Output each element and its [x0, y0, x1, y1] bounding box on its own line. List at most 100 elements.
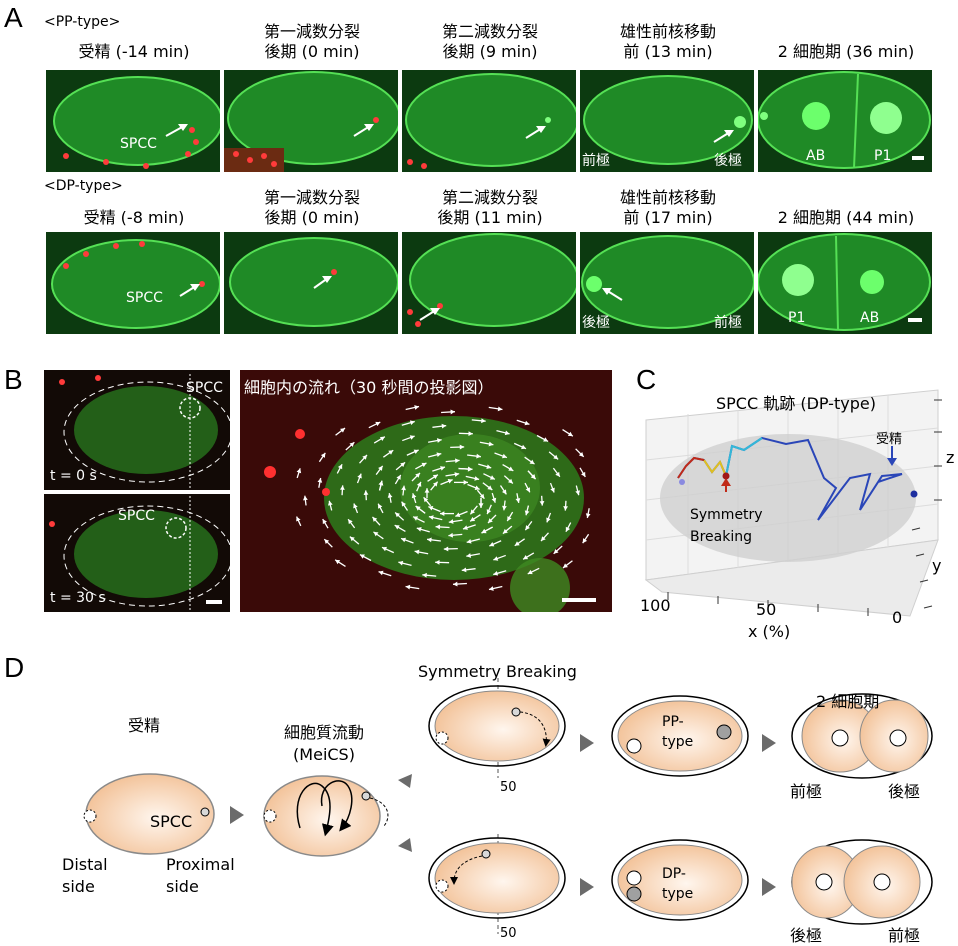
c-symmetry-label: Symmetry Breaking	[690, 507, 763, 545]
flow-arrow-head	[400, 462, 406, 468]
pp-micrograph-3	[402, 70, 576, 172]
flow-arrow-head	[562, 563, 568, 568]
flow-arrow-head	[493, 571, 499, 576]
dp-posterior-label: 後極	[582, 315, 610, 331]
pp-posterior-label: 後極	[714, 153, 742, 169]
flow-arrow-head	[303, 495, 308, 501]
dp-micrograph-4: 後極 前極	[580, 232, 754, 334]
flow-arrow-head	[474, 476, 480, 481]
flow-arrow-head	[539, 501, 545, 506]
dp-micrograph-5: P1 AB	[758, 232, 932, 334]
pp-micrograph-4: 前極 後極	[580, 70, 754, 172]
flow-arrow-head	[468, 431, 473, 437]
c-x-axis-label: x (%)	[748, 622, 791, 641]
d-bottom-anterior: 前極	[888, 926, 921, 945]
flow-arrow-head	[432, 474, 438, 480]
flow-arrow-head	[324, 539, 330, 544]
d-symmetry-label: Symmetry Breaking	[418, 662, 577, 681]
b-frame-t0: SPCC t = 0 s	[44, 370, 230, 490]
flow-arrow-head	[448, 519, 454, 524]
flow-arrow-head	[470, 509, 476, 515]
flow-arrow-head	[504, 430, 510, 436]
flow-arrow-head	[525, 525, 530, 531]
flow-arrow-head	[497, 406, 503, 412]
dp-scale-bar	[908, 318, 922, 322]
d-schematic	[83, 678, 933, 934]
b-time-top: t = 0 s	[50, 468, 97, 484]
flow-arrow-head	[435, 559, 440, 565]
pp-caption-3: 第二減数分裂 後期 (9 min)	[441, 22, 538, 61]
d-dp-type-label: DP- type	[662, 866, 694, 902]
flow-arrow-head	[582, 538, 588, 544]
flow-arrow-head	[479, 493, 485, 499]
flow-arrow-head	[521, 444, 527, 450]
flow-arrow-head	[515, 498, 521, 503]
flow-arrow-head	[450, 409, 456, 415]
flow-arrow-head	[340, 428, 346, 433]
flow-arrow-head	[373, 531, 379, 537]
flow-arrow-head	[415, 472, 421, 478]
flow-arrow-head	[416, 527, 422, 532]
flow-arrow-head	[436, 438, 442, 443]
flow-arrow-head	[394, 525, 400, 530]
flow-arrow-head	[432, 481, 438, 487]
flow-arrow-head	[467, 466, 473, 472]
flow-arrow-head	[427, 537, 432, 543]
d-top-posterior: 後極	[888, 782, 921, 801]
c-fert-label: 受精	[876, 432, 903, 447]
flow-arrow-head	[388, 450, 394, 455]
flow-arrow-head	[553, 549, 559, 554]
flow-arrow-head	[401, 537, 407, 543]
flow-arrow-head	[353, 503, 358, 509]
flow-arrow-head	[546, 517, 551, 523]
flow-arrow-head	[530, 474, 536, 480]
flow-arrow-head	[565, 526, 571, 532]
flow-arrow-head	[466, 538, 472, 544]
flow-arrow-head	[474, 485, 480, 490]
flow-arrow-head	[422, 572, 427, 578]
flow-arrow-head	[428, 506, 434, 511]
d-fert-label: 受精	[128, 716, 161, 735]
flow-arrow-head	[405, 584, 411, 590]
flow-arrow-head	[478, 503, 484, 508]
flow-arrow-head	[508, 466, 514, 471]
dp-caption-1: 受精 (-8 min)	[83, 208, 185, 227]
b-flow-field: 細胞内の流れ（30 秒間の投影図）	[240, 370, 612, 612]
b-spcc-bottom: SPCC	[118, 508, 155, 524]
flow-arrow-head	[328, 500, 333, 506]
flow-arrow-head	[440, 511, 445, 516]
d-pp-type-label: PP- type	[662, 714, 694, 750]
panel-letter-a: A	[4, 2, 23, 33]
d-fifty-bottom: 50	[500, 926, 517, 941]
flow-arrow-head	[337, 464, 343, 470]
pp-caption-4: 雄性前核移動 前 (13 min)	[619, 22, 716, 61]
dp-ab-label: AB	[860, 310, 880, 326]
c-z-axis-label: z	[946, 448, 955, 467]
flow-arrow-head	[525, 487, 530, 493]
flow-arrow-head	[378, 480, 384, 486]
dp-p1-label: P1	[788, 310, 806, 326]
flow-arrow-head	[481, 528, 487, 534]
flow-arrow-head	[507, 516, 512, 522]
flow-arrow-head	[454, 472, 460, 477]
flow-arrow-head	[395, 512, 400, 518]
flow-arrow-head	[414, 549, 420, 555]
flow-arrow-head	[455, 512, 461, 517]
c-x-50: 50	[756, 600, 777, 619]
flow-arrow-head	[461, 567, 467, 573]
dp-caption-3: 第二減数分裂 後期 (11 min)	[437, 188, 543, 227]
flow-arrow-head	[409, 435, 415, 440]
flow-arrow-head	[476, 453, 481, 459]
flow-arrow-head	[362, 454, 368, 460]
flow-arrow-head	[424, 488, 430, 493]
c-3d-trajectory-plot	[644, 389, 942, 617]
flow-arrow-head	[421, 462, 427, 468]
flow-arrow-head	[413, 449, 419, 454]
flow-arrow-head	[322, 519, 327, 525]
flow-arrow-head	[470, 516, 476, 522]
flow-arrow-head	[527, 569, 533, 575]
flow-arrow-head	[396, 474, 401, 480]
panel-letter-d: D	[4, 652, 25, 683]
flow-arrow-head	[349, 442, 355, 447]
dp-caption-4: 雄性前核移動 前 (17 min)	[619, 188, 716, 227]
